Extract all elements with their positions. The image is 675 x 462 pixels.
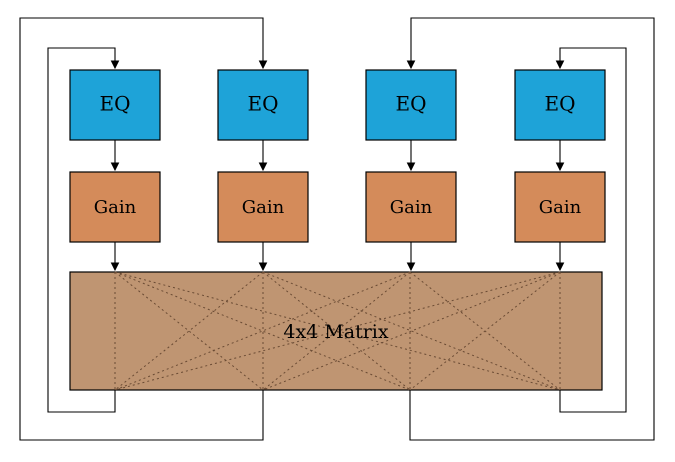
forward-connections (110, 140, 565, 272)
feedback-loop-2 (19, 17, 268, 441)
matrix-block: 4x4 Matrix (69, 271, 603, 391)
gain-block-1: Gain (69, 171, 161, 243)
feedback-loop-3 (406, 17, 655, 441)
feedback-loop-1 (47, 47, 120, 413)
gain-label: Gain (539, 197, 582, 218)
matrix-label: 4x4 Matrix (283, 321, 389, 343)
gain-label: Gain (390, 197, 433, 218)
eq-block-4: EQ (514, 69, 606, 141)
gain-block-3: Gain (365, 171, 457, 243)
matrix-dotted-lines (114, 271, 561, 391)
gain-label: Gain (242, 197, 285, 218)
eq-label: EQ (396, 92, 427, 116)
eq-block-2: EQ (217, 69, 309, 141)
eq-block-1: EQ (69, 69, 161, 141)
gain-block-2: Gain (217, 171, 309, 243)
gain-label: Gain (94, 197, 137, 218)
feedback-loop-4 (555, 47, 627, 413)
eq-block-3: EQ (365, 69, 457, 141)
eq-label: EQ (248, 92, 279, 116)
eq-label: EQ (545, 92, 576, 116)
eq-label: EQ (100, 92, 131, 116)
gain-block-4: Gain (514, 171, 606, 243)
feedback-connections (19, 17, 655, 441)
